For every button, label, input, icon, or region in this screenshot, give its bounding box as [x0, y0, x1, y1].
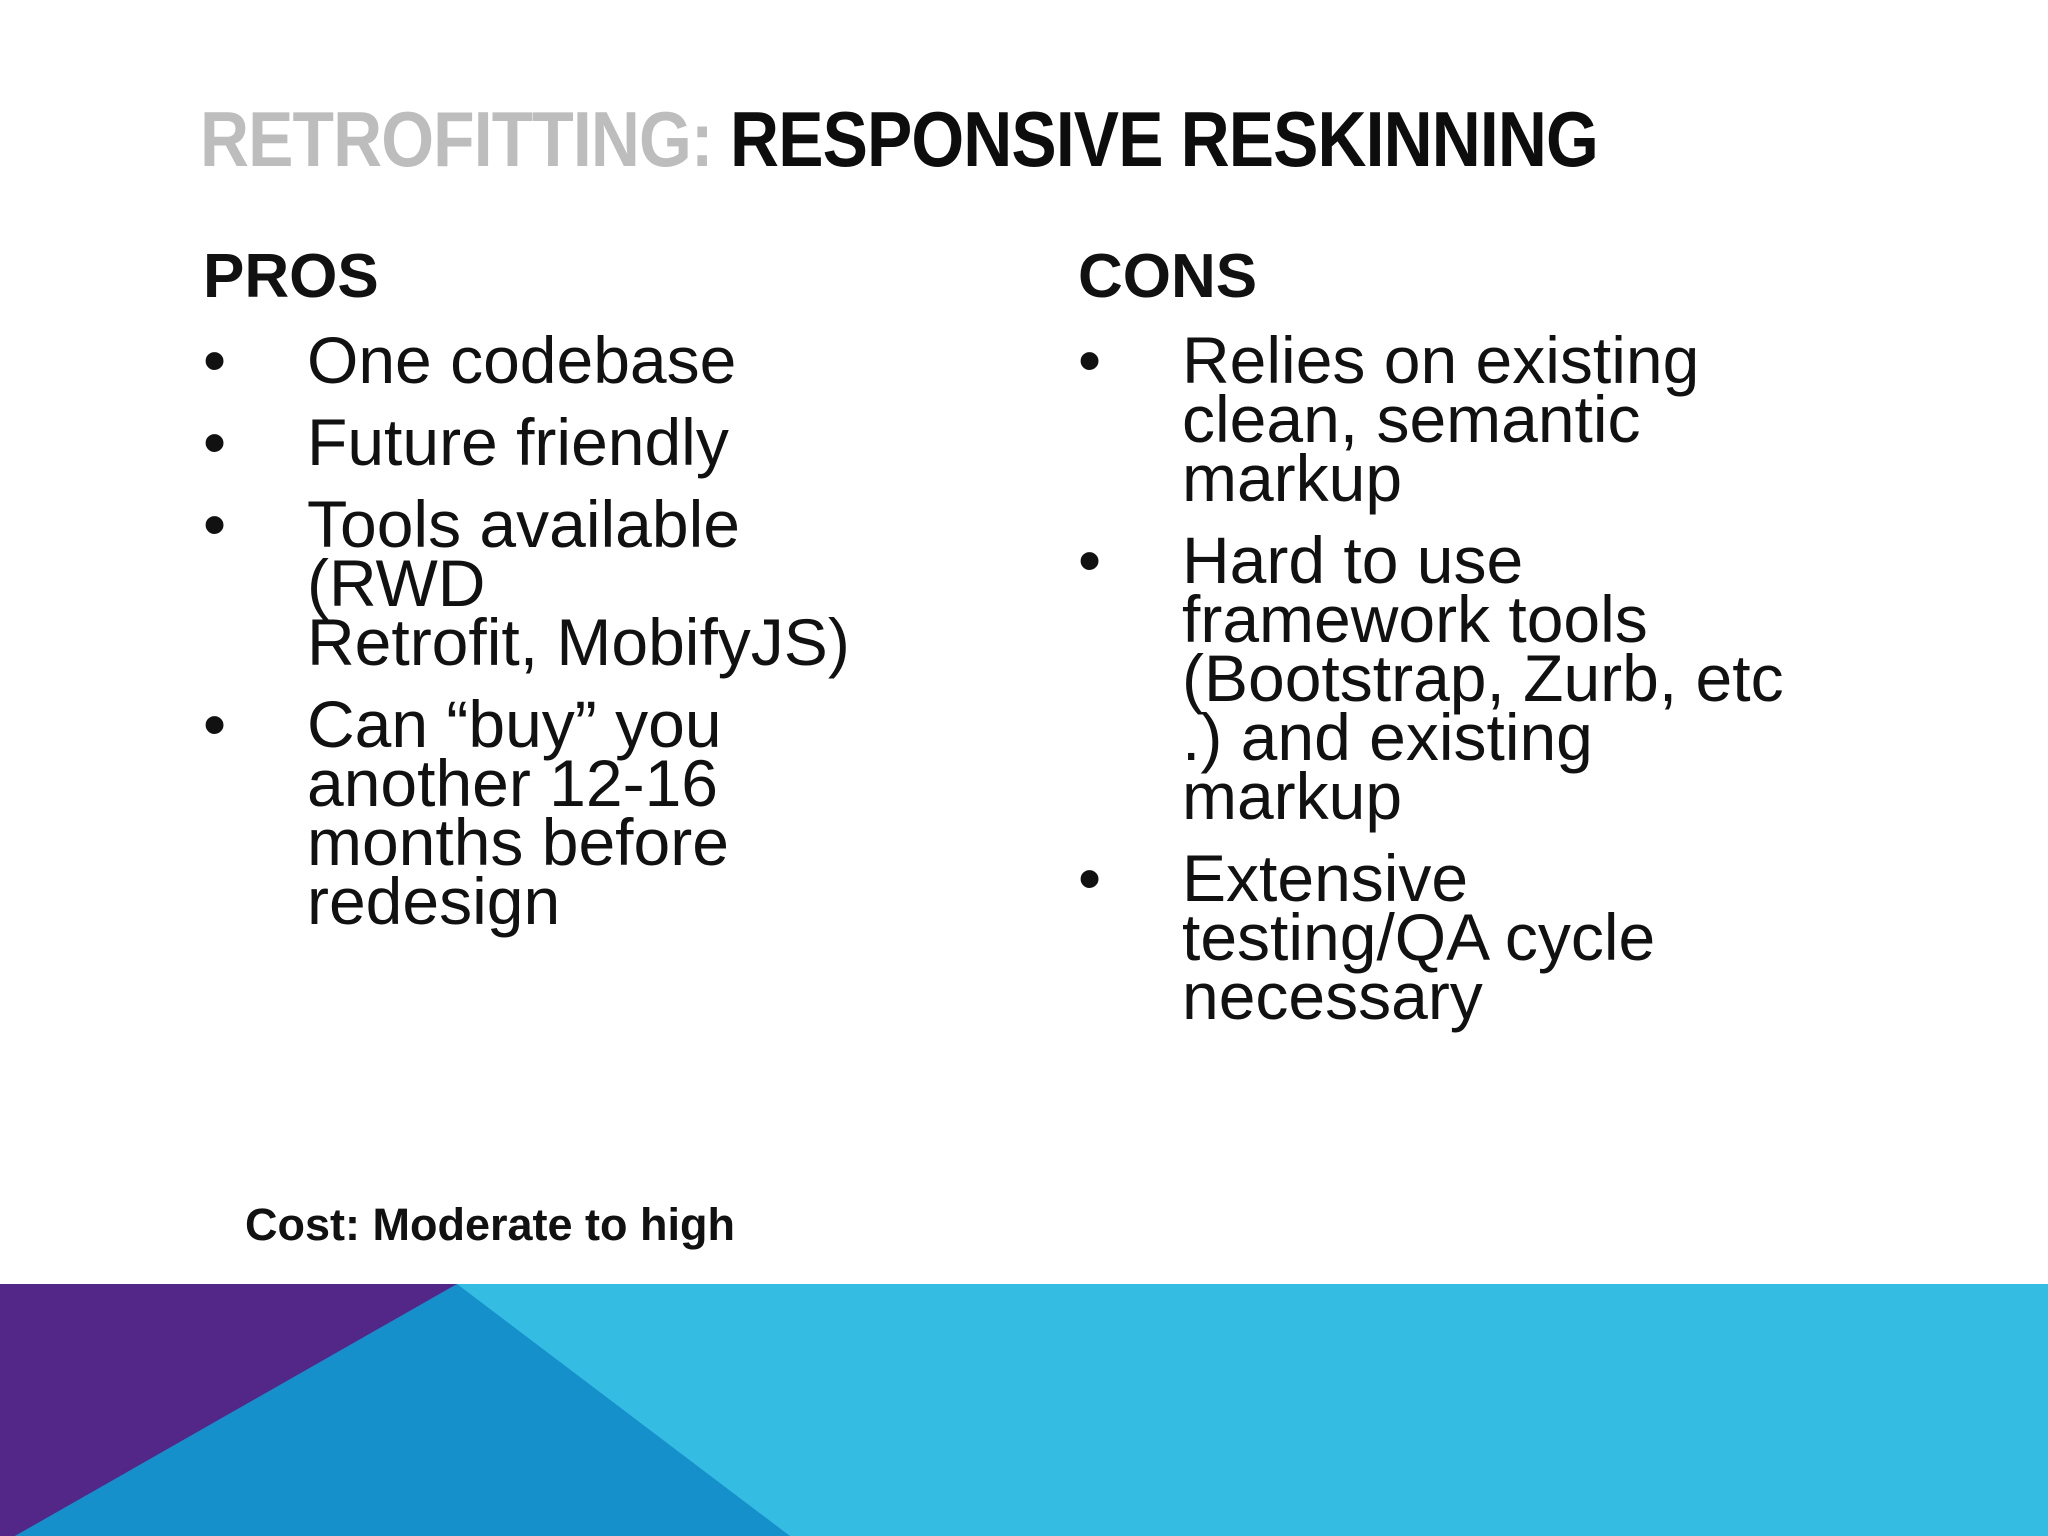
- cost-note: Cost: Moderate to high: [245, 1199, 735, 1250]
- pros-list: • One codebase • Future friendly • Tools…: [203, 323, 1063, 938]
- list-item: • Future friendly: [203, 405, 1063, 479]
- bullet-line: Future friendly: [307, 405, 729, 479]
- pros-column: PROS • One codebase • Future friendly • …: [203, 242, 1063, 938]
- list-item: • Relies on existing clean, semantic mar…: [1078, 323, 1958, 515]
- bullet-line: Retrofit, MobifyJS): [307, 605, 850, 679]
- bullet-line: Hard to use: [1182, 523, 1524, 597]
- list-item-text: Can “buy” you another 12-16 months befor…: [307, 687, 1063, 938]
- bullet-line: clean, semantic: [1182, 382, 1641, 456]
- bullet-line: markup: [1182, 441, 1403, 515]
- list-item-text: Relies on existing clean, semantic marku…: [1182, 323, 1958, 515]
- footer-decoration: [0, 1284, 2048, 1536]
- list-item-text: Tools available (RWD Retrofit, MobifyJS): [307, 487, 1063, 679]
- bullet-line: .) and existing: [1182, 700, 1593, 774]
- bullet-marker: •: [1078, 841, 1102, 915]
- bullet-line: One codebase: [307, 323, 737, 397]
- list-item-text: Hard to use framework tools (Bootstrap, …: [1182, 523, 1958, 833]
- title-prefix: RETROFITTING:: [200, 95, 714, 183]
- cons-heading: CONS: [1078, 242, 1258, 311]
- band-blue-triangle-shape: [15, 1284, 790, 1536]
- bullet-line: Tools available: [307, 487, 740, 561]
- list-item: • Hard to use framework tools (Bootstrap…: [1078, 523, 1958, 833]
- list-item: • Extensive testing/QA cycle necessary: [1078, 841, 1958, 1033]
- bullet-line: redesign: [307, 864, 561, 938]
- bullet-marker: •: [203, 487, 227, 561]
- bullet-marker: •: [203, 323, 227, 397]
- bullet-marker: •: [203, 687, 227, 761]
- list-item: • Tools available (RWD Retrofit, MobifyJ…: [203, 487, 1063, 679]
- bullet-line: another 12-16: [307, 746, 718, 820]
- bullet-line: Can “buy” you: [307, 687, 722, 761]
- list-item: • Can “buy” you another 12-16 months bef…: [203, 687, 1063, 938]
- bullet-line: framework tools: [1182, 582, 1648, 656]
- list-item-text: Extensive testing/QA cycle necessary: [1182, 841, 1958, 1033]
- cons-list: • Relies on existing clean, semantic mar…: [1078, 323, 1958, 1033]
- bullet-line: Extensive: [1182, 841, 1469, 915]
- list-item-text: One codebase: [307, 323, 1063, 397]
- bullet-marker: •: [1078, 523, 1102, 597]
- bullet-line: markup: [1182, 759, 1403, 833]
- pros-heading: PROS: [203, 242, 379, 311]
- list-item-text: Future friendly: [307, 405, 1063, 479]
- title-main: RESPONSIVE RESKINNING: [730, 95, 1599, 183]
- bullet-line: (RWD: [307, 546, 486, 620]
- bullet-marker: •: [203, 405, 227, 479]
- list-item: • One codebase: [203, 323, 1063, 397]
- bullet-line: (Bootstrap, Zurb, etc: [1182, 641, 1784, 715]
- slide-title: RETROFITTING:RESPONSIVE RESKINNING: [200, 99, 1599, 179]
- bullet-line: months before: [307, 805, 729, 879]
- bullet-marker: •: [1078, 323, 1102, 397]
- bullet-line: Relies on existing: [1182, 323, 1700, 397]
- cons-column: CONS • Relies on existing clean, semanti…: [1078, 242, 1958, 1033]
- bullet-line: testing/QA cycle: [1182, 900, 1656, 974]
- band-purple-shape: [0, 1284, 457, 1536]
- bullet-line: necessary: [1182, 959, 1483, 1033]
